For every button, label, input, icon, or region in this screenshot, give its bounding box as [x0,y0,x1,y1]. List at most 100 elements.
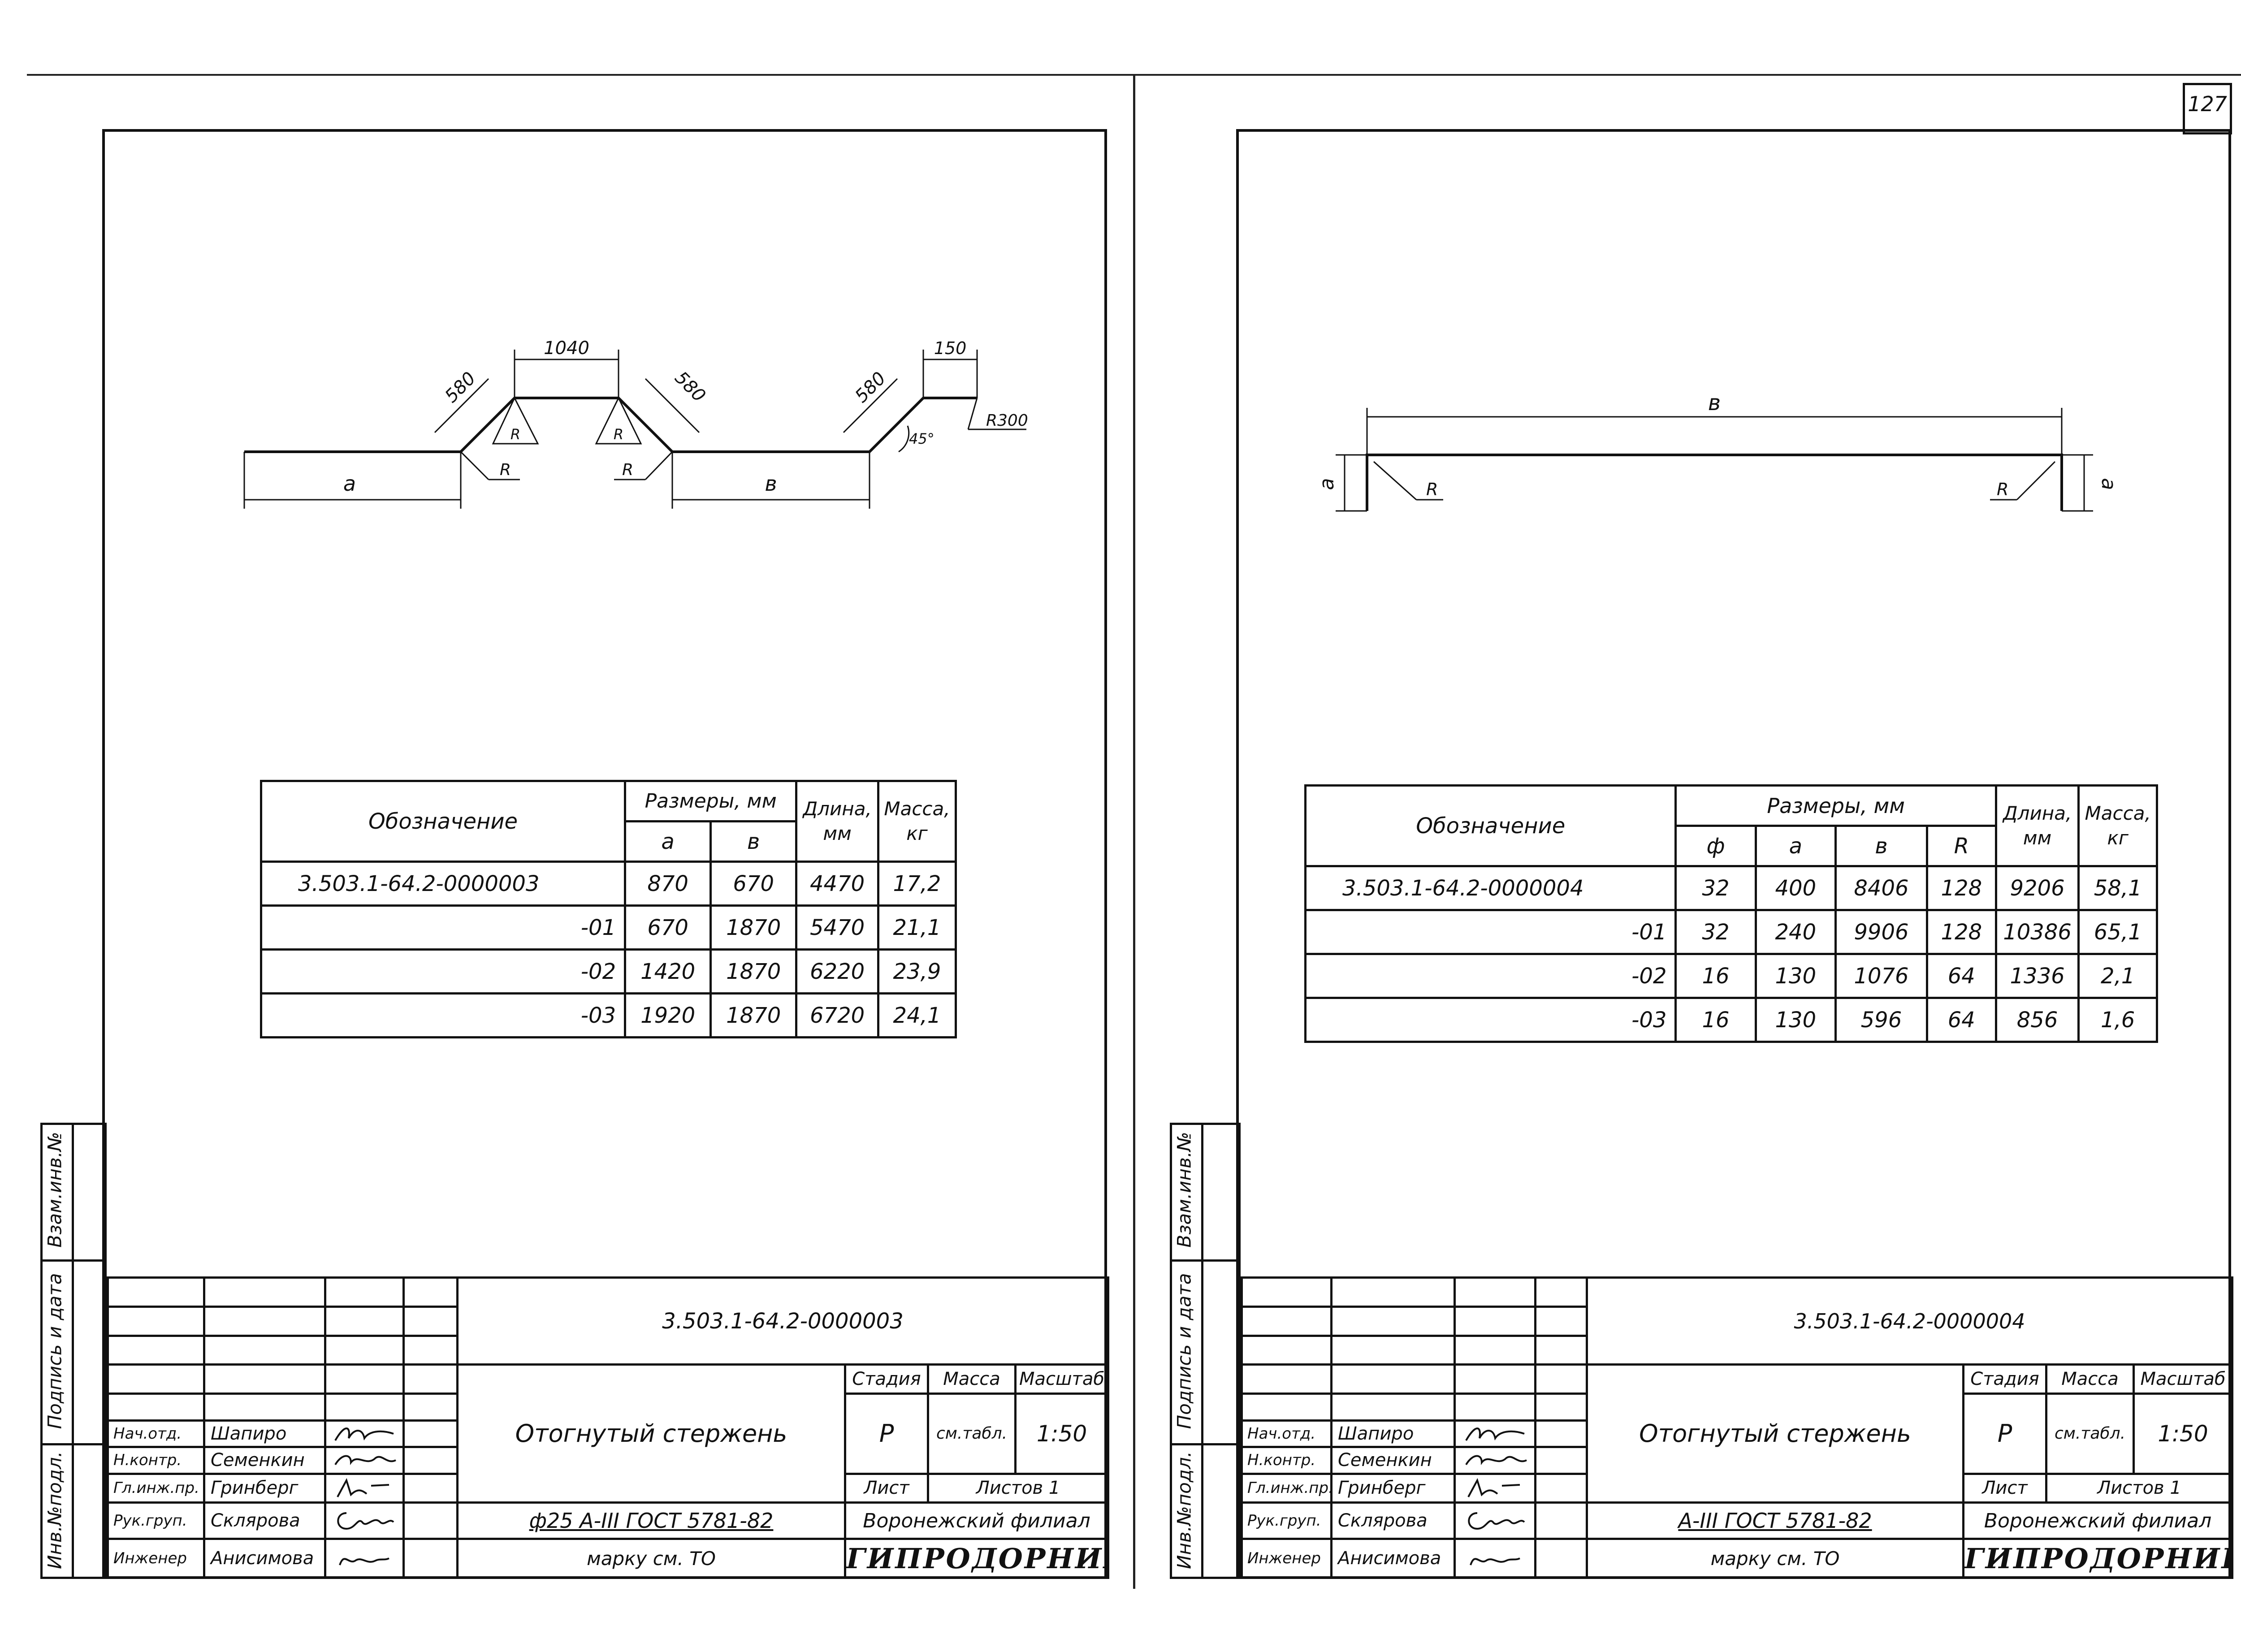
right-signature-4 [1454,1538,1536,1579]
right-stamp-sheets-label: Листов 1 [2045,1472,2233,1504]
right-th-len: Длина, мм [1994,784,2080,867]
right-person-0: Шапиро [1330,1419,1456,1449]
right-stamp-material: А-III ГОСТ 5781-82 [1586,1501,1964,1540]
left-title-block: 3.503.1-64.2-0000003 Отогнутый стержень … [107,1276,1109,1579]
right-dim-r1: R [1426,480,1438,499]
left-dim-slope1: 580 [441,368,480,407]
table-row: 3.503.1-64.2-0000004 32 400 8406 128 920… [1304,865,2158,911]
left-dim-top: 1040 [544,338,589,359]
left-stamp-org1: Воронежский филиал [844,1501,1109,1540]
left-signature-3 [324,1501,405,1540]
right-label-inv: Инв.№подл. [1173,1451,1195,1570]
left-stamp-mass-label: Масса [927,1363,1017,1395]
left-bar-drawing: a в 1040 580 580 580 150 R300 45° R R R … [243,338,1028,509]
left-side-split-1 [40,1259,107,1262]
left-th-designation: Обозначение [260,780,627,863]
table-row: -02 1420 1870 6220 23,9 [260,948,957,995]
right-stamp-org1: Воронежский филиал [1962,1501,2233,1540]
right-role-0: Нач.отд. [1241,1419,1332,1449]
right-role-2: Гл.инж.пр. [1241,1472,1332,1504]
right-stamp-code: 3.503.1-64.2-0000004 [1586,1276,2233,1366]
left-dim-r1: R [510,426,520,443]
table-row: 3.503.1-64.2-0000003 870 670 4470 17,2 [260,861,957,907]
right-stamp-stage: Р [1962,1393,2047,1475]
page-number: 127 [2188,92,2227,116]
right-stamp-sheet-label: Лист [1962,1472,2047,1504]
right-th-r: R [1925,825,1997,867]
left-spec-table: Обозначение Размеры, мм Длина, мм Масса,… [260,780,957,1038]
right-dim-a-left: a [1315,478,1338,490]
table-row: -01 32 240 9906 128 10386 65,1 [1304,909,2158,955]
right-stamp-title: Отогнутый стержень [1586,1363,1964,1504]
right-signature-2 [1454,1472,1536,1504]
left-role-0: Нач.отд. [107,1419,205,1449]
center-divider [1133,74,1135,1589]
left-role-1: Н.контр. [107,1446,205,1475]
right-signature-1 [1454,1446,1536,1475]
right-label-podpis: Подпись и дата [1173,1273,1195,1429]
right-bar-shape [1366,454,2063,511]
left-stamp-grade: марку см. ТО [456,1538,846,1579]
left-stamp-mass: см.табл. [927,1393,1017,1475]
left-stamp-stage-label: Стадия [844,1363,929,1395]
left-person-0: Шапиро [203,1419,326,1449]
table-row: -02 16 130 1076 64 1336 2,1 [1304,953,2158,999]
left-dim-slope2: 580 [671,368,710,407]
left-role-4: Инженер [107,1538,205,1579]
right-signature-0 [1454,1419,1536,1449]
right-side-split-1 [1170,1259,1241,1262]
right-th-sizes: Размеры, мм [1674,784,1997,827]
right-title-block: 3.503.1-64.2-0000004 Отогнутый стержень … [1241,1276,2233,1579]
left-person-4: Анисимова [203,1538,326,1579]
right-stamp-stage-label: Стадия [1962,1363,2047,1395]
right-th-b: в [1834,825,1928,867]
right-th-mass: Масса, кг [2077,784,2158,867]
right-bar-drawing: в a a R R [1315,390,2120,512]
right-dim-b: в [1708,390,1721,415]
left-bar-shape [244,397,977,453]
right-th-a: a [1754,825,1837,867]
left-stamp-stage: Р [844,1393,929,1475]
right-role-3: Рук.груп. [1241,1501,1332,1540]
left-side-split-2 [40,1443,107,1445]
left-stamp-code: 3.503.1-64.2-0000003 [456,1276,1109,1366]
left-th-len: Длина, мм [795,780,879,863]
right-person-3: Склярова [1330,1501,1456,1540]
page-number-box [2183,83,2232,134]
right-th-designation: Обозначение [1304,784,1677,867]
table-row: -03 16 130 596 64 856 1,6 [1304,997,2158,1043]
table-row: -01 670 1870 5470 21,1 [260,904,957,951]
left-person-2: Гринберг [203,1472,326,1504]
right-stamp-mass-label: Масса [2045,1363,2135,1395]
right-stamp-org2: ГИПРОДОРНИИ [1962,1538,2233,1579]
right-side-strip [1170,1123,1241,1579]
right-stamp-mass: см.табл. [2045,1393,2135,1475]
left-dim-radius: R300 [986,411,1028,430]
right-side-divider [1201,1123,1203,1579]
left-dim-r2: R [614,426,623,443]
left-dim-a: a [343,471,356,496]
right-dim-a-right: a [2097,478,2120,490]
left-dim-r3: R [500,461,511,479]
left-dim-slope3: 580 [851,368,890,407]
left-th-sizes: Размеры, мм [624,780,798,822]
right-stamp-scale: 1:50 [2133,1393,2233,1475]
left-dim-angle: 45° [909,430,934,447]
left-stamp-scale: 1:50 [1014,1393,1109,1475]
right-role-4: Инженер [1241,1538,1332,1579]
left-stamp-sheets-label: Листов 1 [927,1472,1109,1504]
right-stamp-scale-label: Масштаб [2133,1363,2233,1395]
left-th-a: a [624,820,712,863]
left-role-3: Рук.груп. [107,1501,205,1540]
right-side-split-2 [1170,1443,1241,1445]
left-th-b: в [710,820,798,863]
left-signature-4 [324,1538,405,1579]
left-dim-r4: R [622,461,633,479]
right-person-4: Анисимова [1330,1538,1456,1579]
left-label-inv: Инв.№подл. [43,1451,66,1570]
right-spec-table: Обозначение Размеры, мм Длина, мм Масса,… [1304,784,2158,1043]
right-stamp-grade: марку см. ТО [1586,1538,1964,1579]
table-row: -03 1920 1870 6720 24,1 [260,992,957,1038]
left-signature-0 [324,1419,405,1449]
left-stamp-org2: ГИПРОДОРНИИ [844,1538,1109,1579]
